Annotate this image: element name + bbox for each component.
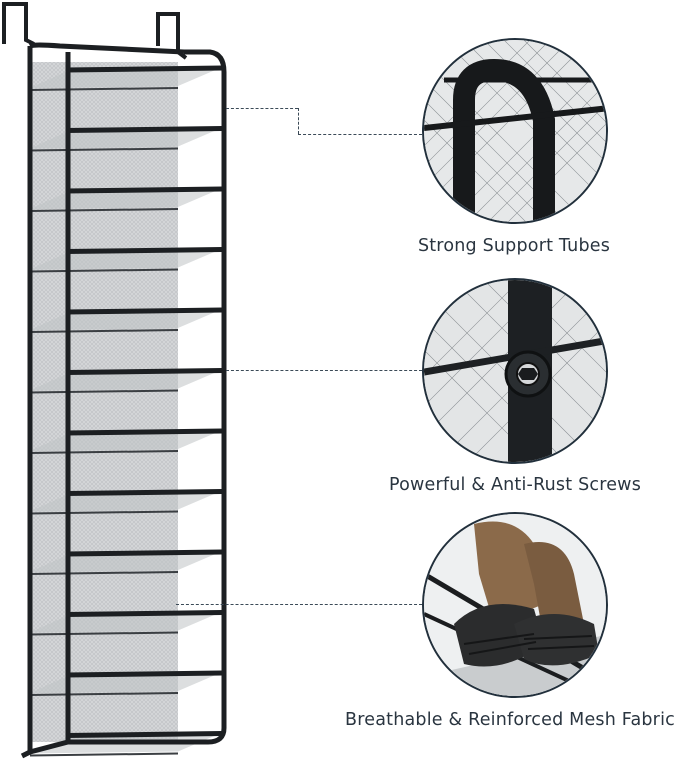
shelf-bar (65, 610, 223, 617)
shelf-bar (65, 247, 223, 254)
door-hook-left (2, 2, 35, 46)
leader-line-tubes-drop (298, 108, 299, 134)
shoe-rack-illustration (2, 2, 227, 759)
shelf-slab (30, 310, 220, 330)
bottom-bar (20, 739, 178, 759)
shelf-bar (65, 670, 223, 678)
shelf-bar (65, 126, 223, 133)
shelf-edge (29, 87, 179, 91)
detail-circle-tubes (422, 38, 608, 224)
leader-line-mesh (176, 604, 422, 605)
shelf-edge (29, 631, 179, 636)
detail-circle-screws (422, 278, 608, 464)
shelf-edge (29, 450, 179, 454)
shelf-bar (65, 428, 223, 436)
shelf-edge (29, 752, 179, 757)
shelf-bar (65, 368, 223, 375)
caption-mesh: Breathable & Reinforced Mesh Fabric (345, 710, 675, 730)
shelf-slab (30, 612, 220, 633)
mesh-panel (30, 62, 178, 742)
shelf-slab (30, 189, 220, 209)
shelf-slab (30, 249, 220, 270)
shelf-bar (65, 307, 223, 315)
leader-line-tubes-end (298, 134, 422, 135)
shelf-slab (30, 673, 220, 693)
shelf-edge (29, 329, 179, 333)
shelf-bar (65, 731, 223, 738)
shelf-slab (30, 128, 220, 149)
shelves (29, 65, 223, 757)
detail-circle-mesh (422, 512, 608, 698)
shelf-edge (29, 510, 179, 515)
shelf-bar (65, 549, 223, 557)
caption-screws: Powerful & Anti-Rust Screws (388, 475, 642, 495)
shelf-edge (29, 692, 179, 696)
shelf-bar (65, 489, 223, 496)
shelf-slab (30, 552, 220, 572)
shelf-slab (30, 370, 220, 391)
leader-line-screws (226, 370, 422, 371)
leader-line-tubes (226, 108, 298, 109)
top-bar (28, 42, 185, 55)
shelf-edge (29, 389, 179, 394)
shelf-slab (30, 431, 220, 451)
caption-tubes: Strong Support Tubes (417, 236, 611, 256)
shelf-bar (65, 186, 223, 194)
shelf-edge (29, 208, 179, 212)
shelf-slab (30, 491, 220, 512)
shelf-edge (29, 147, 179, 152)
shelf-edge (29, 268, 179, 273)
shelf-bar (65, 65, 223, 73)
shelf-edge (29, 571, 179, 575)
right-rail (178, 49, 227, 745)
shelf-slab (30, 68, 220, 88)
